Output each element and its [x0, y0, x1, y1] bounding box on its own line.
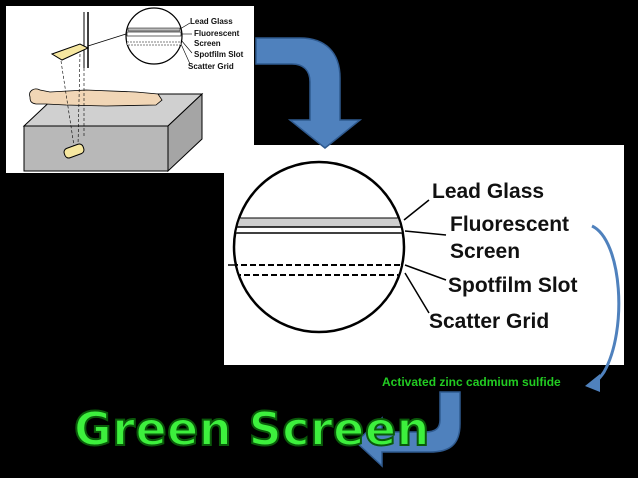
label-fluorescent-small: Fluorescent — [194, 29, 240, 38]
leader-line — [404, 264, 447, 281]
thin-arrow-head — [585, 374, 600, 392]
magnify-leader — [87, 33, 127, 47]
magnified-layers-drawing: Lead Glass Fluorescent Screen Spotfilm S… — [228, 160, 578, 334]
leader-line — [404, 272, 430, 314]
curved-block-arrow-bottom — [354, 391, 461, 468]
fluoroscopy-setup-drawing: Lead Glass Fluorescent Screen Spotfilm S… — [22, 7, 244, 173]
beam-line-right — [77, 53, 81, 147]
xray-tube — [63, 143, 85, 159]
patient-body — [29, 88, 163, 107]
table-side — [167, 92, 203, 173]
label-spotfilm-slot-small: Spotfilm Slot — [194, 50, 244, 59]
beam-line-left — [60, 60, 75, 147]
leader-line — [180, 43, 191, 65]
label-spotfilm-slot: Spotfilm Slot — [448, 274, 578, 297]
fluorescent-screen-layer — [235, 226, 403, 234]
label-fluorescent: Fluorescent — [450, 213, 569, 236]
label-scatter-grid-small: Scatter Grid — [188, 62, 234, 71]
scatter-grid-layer-small — [126, 41, 182, 46]
label-screen: Screen — [450, 240, 520, 263]
label-lead-glass-small: Lead Glass — [190, 17, 233, 26]
label-screen-small: Screen — [194, 39, 221, 48]
magnified-layers-figure: Lead Glass Fluorescent Screen Spotfilm S… — [224, 145, 624, 365]
fluoroscopy-setup-figure: Lead Glass Fluorescent Screen Spotfilm S… — [6, 6, 254, 173]
leader-line — [404, 230, 447, 236]
zinc-cadmium-sulfide-annotation: Activated zinc cadmium sulfide — [382, 375, 561, 389]
green-screen-headline: Green Screen — [73, 401, 430, 457]
label-scatter-grid: Scatter Grid — [429, 310, 549, 333]
leader-line — [403, 199, 430, 221]
label-lead-glass: Lead Glass — [432, 180, 544, 203]
lead-glass-layer-small — [127, 27, 181, 32]
thin-curved-arrow — [591, 224, 621, 386]
scatter-grid-layer — [235, 264, 403, 276]
curved-block-arrow-top — [255, 37, 363, 149]
fluoroscopic-screen — [50, 43, 90, 61]
magnified-circle — [232, 160, 406, 334]
leader-line — [179, 22, 191, 30]
leader-line — [180, 39, 193, 54]
